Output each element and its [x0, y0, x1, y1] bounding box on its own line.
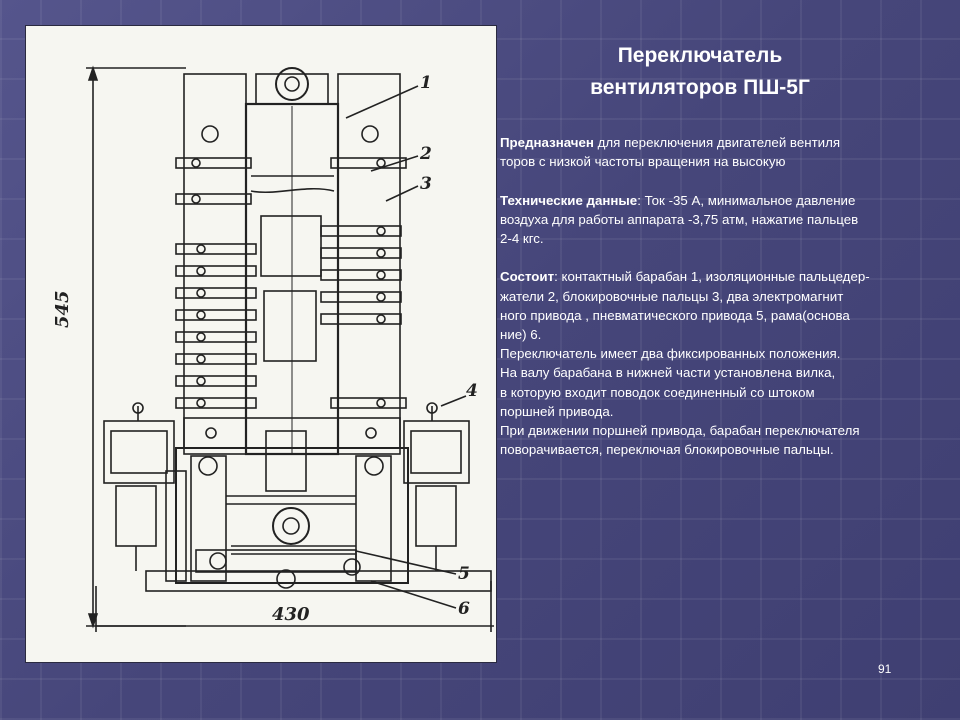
right-column [337, 73, 401, 455]
note-line: поршней привода. [500, 403, 614, 419]
tech-line-1: Технические данные: Ток -35 А, минимальн… [500, 191, 950, 210]
note-line: На валу барабана в нижней части установл… [500, 365, 836, 381]
composition-text-1: : контактный барабан 1, изоляционные пал… [554, 269, 870, 285]
purpose-line-2: торов с низкой частоты вращения на высок… [500, 154, 786, 170]
right-electromagnet [403, 420, 470, 484]
composition-line-4: ние) 6. [500, 327, 542, 342]
callout-3: 3 [420, 174, 432, 194]
composition-line-3: ного привода , пневматического привода 5… [500, 307, 850, 323]
purpose-line-1: Предназначен для переключения двигателей… [500, 133, 950, 152]
callout-1: 1 [420, 73, 432, 93]
dimension-height-label: 545 [52, 290, 73, 328]
note-line: Переключатель имеет два фиксированных по… [500, 346, 841, 362]
slide-title: Переключатель вентиляторов ПШ-5Г [520, 40, 880, 104]
technical-drawing: 545 430 1 2 3 4 5 6 [25, 25, 497, 663]
composition-line-2: жатели 2, блокировочные пальцы 3, два эл… [500, 288, 844, 304]
right-fingers [320, 157, 407, 409]
purpose-heading: Предназначен [500, 135, 594, 150]
slide-title-line-2: вентиляторов ПШ-5Г [590, 76, 810, 99]
composition-heading: Состоит [500, 269, 555, 285]
slide-title-line-1: Переключатель [617, 44, 783, 67]
note-line: поворачивается, переключая блокировочные… [500, 442, 834, 458]
tech-heading: Технические данные [500, 192, 638, 208]
purpose-text-1: для переключения двигателей вентиля [593, 135, 841, 150]
composition-line-1: Состоит: контактный барабан 1, изоляцион… [500, 267, 950, 286]
page-number: 91 [878, 662, 892, 676]
note-line: При движении поршней привода, барабан пе… [500, 423, 860, 439]
drawing-svg: 545 430 1 2 3 4 5 6 [52, 65, 494, 632]
left-fingers [175, 157, 257, 409]
callout-6: 6 [458, 599, 470, 619]
pneumatic-drive [175, 447, 409, 584]
callout-4: 4 [466, 381, 478, 401]
base-frame [145, 570, 492, 592]
callout-2: 2 [419, 144, 432, 164]
left-electromagnet [103, 420, 175, 484]
tech-text-1: : Ток -35 А, минимальное давление [637, 192, 856, 208]
dimension-width-label: 430 [272, 604, 310, 625]
left-column [183, 73, 247, 455]
callout-5: 5 [458, 564, 470, 584]
description-text: Предназначен для переключения двигателей… [500, 133, 950, 459]
tech-line-2: воздуха для работы аппарата -3,75 атм, н… [500, 211, 859, 227]
note-line: в которую входит поводок соединенный со … [500, 384, 815, 400]
tech-line-3: 2-4 кгс. [500, 231, 544, 246]
